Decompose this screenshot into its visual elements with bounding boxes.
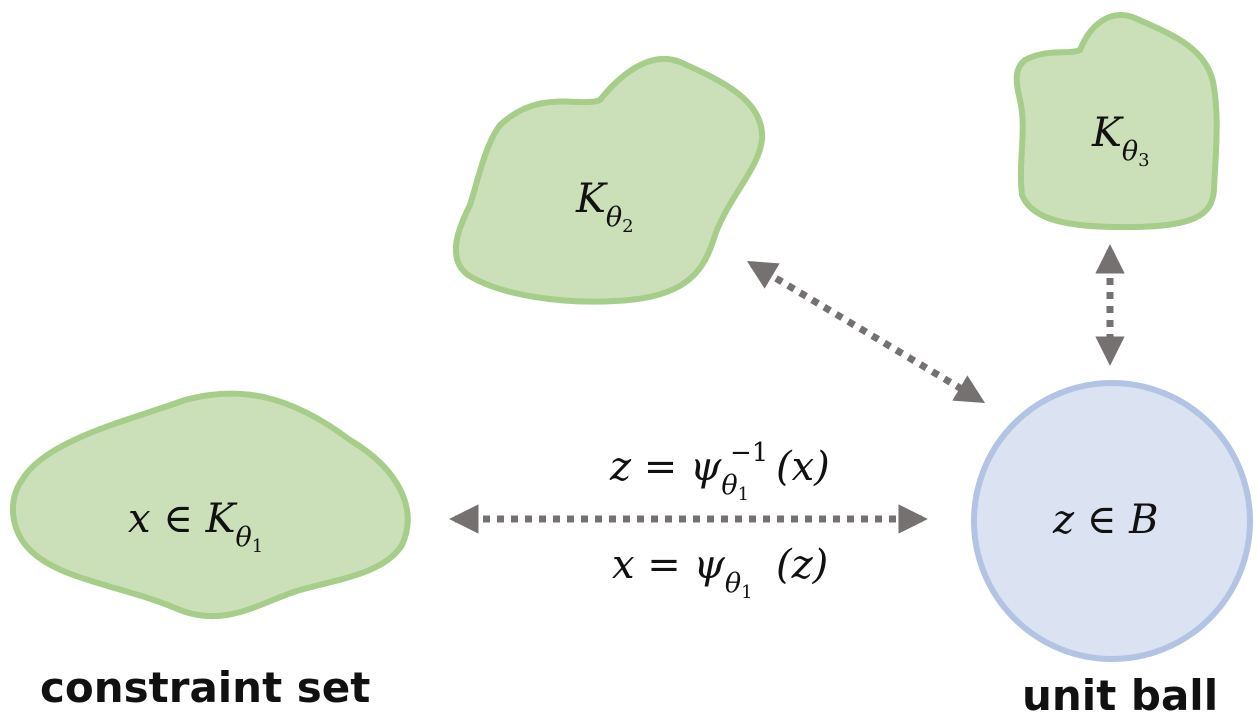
unit-ball-circle bbox=[971, 380, 1253, 662]
forward-map-equation: x = ψθ1(z) bbox=[612, 542, 828, 603]
constraint-set-k1-shape bbox=[10, 390, 411, 620]
inverse-map-equation: z = ψθ1−1(x) bbox=[609, 438, 830, 505]
k2-label: Kθ2 bbox=[575, 176, 634, 237]
k1-label: x ∈ Kθ1 bbox=[128, 496, 263, 557]
k3-label: Kθ3 bbox=[1091, 110, 1150, 171]
arrow-k2-ball bbox=[746, 260, 986, 404]
unit-ball-caption: unit ball bbox=[1022, 671, 1218, 720]
constraint-set-caption: constraint set bbox=[40, 663, 370, 712]
ball-label: z ∈ B bbox=[1052, 497, 1159, 543]
k3-shape bbox=[1013, 12, 1220, 231]
k2-shape bbox=[452, 55, 766, 305]
